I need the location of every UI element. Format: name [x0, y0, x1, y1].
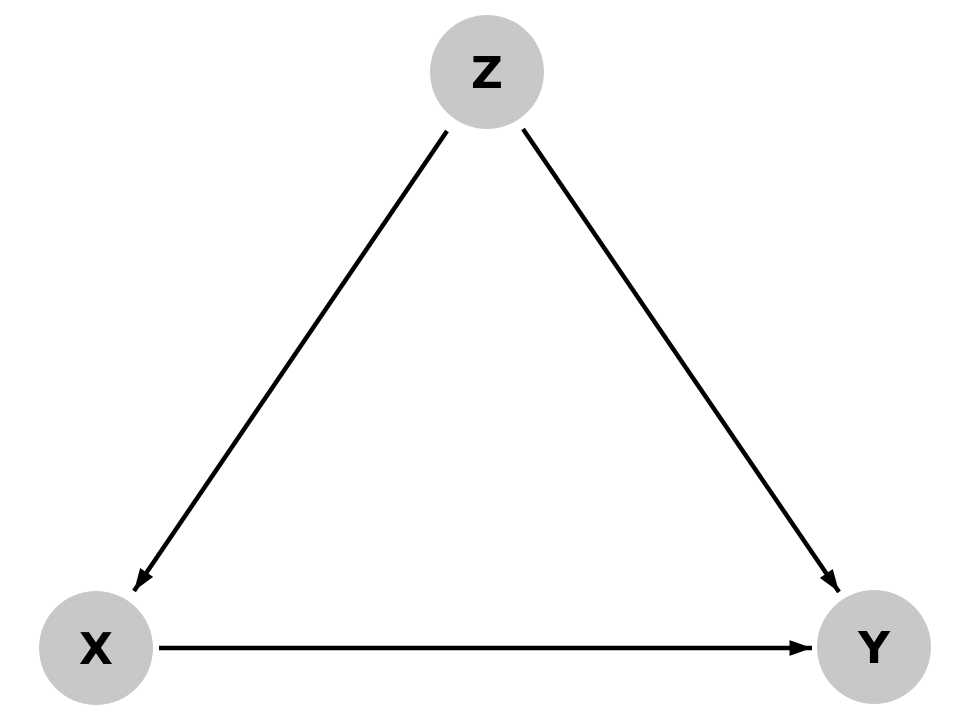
edge-z-to-x: [132, 129, 449, 593]
node-z-circle: [430, 15, 544, 129]
edge-z-to-y: [521, 127, 841, 594]
node-z: Z: [430, 15, 544, 129]
nodes-layer: Z X Y: [39, 15, 931, 705]
node-y: Y: [817, 590, 931, 704]
node-x: X: [39, 591, 153, 705]
node-x-label: X: [79, 624, 113, 675]
node-z-label: Z: [471, 48, 503, 99]
node-y-circle: [817, 590, 931, 704]
edges-layer: [132, 127, 841, 656]
node-x-circle: [39, 591, 153, 705]
node-y-label: Y: [857, 623, 891, 674]
